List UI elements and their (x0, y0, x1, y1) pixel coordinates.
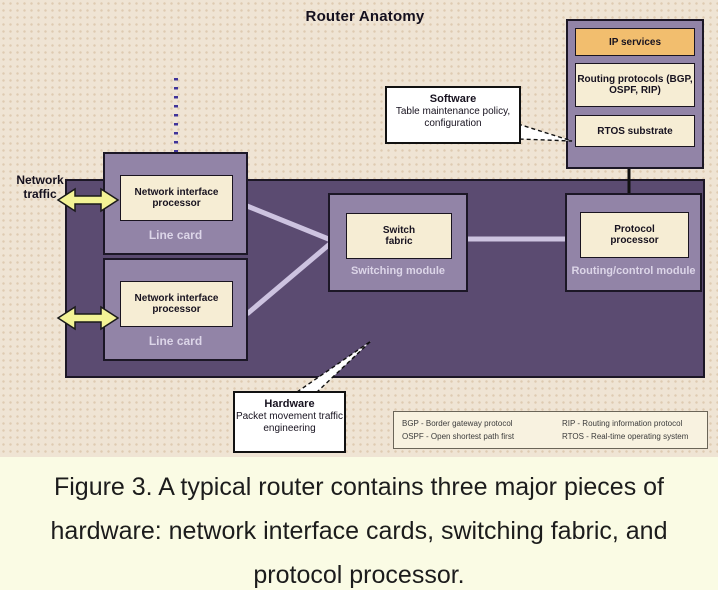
legend-column-1: BGP - Border gateway protocol OSPF - Ope… (402, 417, 552, 443)
caption-line-2: hardware: network interface cards, switc… (50, 517, 668, 545)
hardware-callout-body: Packet movement traffic engineering (235, 411, 344, 434)
network-traffic-label: Network traffic (16, 173, 64, 201)
line-card-1: Network interface processor Line card (103, 152, 248, 255)
network-interface-processor-text-1: Network interface processor (134, 187, 219, 209)
software-callout-pointer (517, 123, 573, 142)
diagram-title: Router Anatomy (305, 8, 425, 25)
connection-line-card1-switch (246, 203, 332, 243)
rtos-substrate-box: RTOS substrate (575, 115, 695, 147)
connection-line-card2-switch (245, 241, 333, 316)
hardware-callout-pointer (294, 340, 372, 393)
line-card-2-label: Line card (148, 334, 203, 348)
network-interface-processor-box-2: Network interface processor (120, 281, 233, 327)
ip-services-box: IP services (575, 28, 695, 56)
switch-fabric-box: Switch fabric (346, 213, 452, 259)
figure-caption: Figure 3. A typical router contains thre… (0, 457, 718, 590)
caption-line-3: protocol processor. (253, 561, 465, 589)
routing-control-module-label: Routing/control module (571, 265, 696, 277)
network-traffic-arrow-icon-2 (56, 305, 120, 331)
software-callout-title: Software (429, 93, 477, 105)
routing-protocols-box: Routing protocols (BGP, OSPF, RIP) (575, 63, 695, 107)
arrows-and-pointers-layer (56, 123, 573, 393)
protocol-processor-text: Protocol processor (610, 224, 659, 246)
protocol-processor-box: Protocol processor (580, 212, 689, 258)
switch-fabric-text: Switch fabric (382, 225, 416, 247)
legend-entry-bgp: BGP - Border gateway protocol (402, 419, 513, 428)
switching-module-label: Switching module (350, 265, 446, 277)
software-stack: IP services Routing protocols (BGP, OSPF… (566, 19, 704, 169)
legend-entry-rip: RIP - Routing information protocol (562, 419, 683, 428)
line-card-1-label: Line card (148, 228, 203, 242)
software-callout: Software Table maintenance policy, confi… (385, 86, 521, 144)
network-traffic-arrow-icon-1 (56, 187, 120, 213)
network-interface-processor-text-2: Network interface processor (134, 293, 219, 315)
legend-column-2: RIP - Routing information protocol RTOS … (562, 417, 688, 443)
legend-box: BGP - Border gateway protocol OSPF - Ope… (393, 411, 708, 449)
hardware-callout-title: Hardware (264, 398, 315, 410)
caption-line-1: Figure 3. A typical router contains thre… (53, 473, 665, 501)
routing-control-module: Protocol processor Routing/control modul… (565, 193, 702, 292)
line-card-2: Network interface processor Line card (103, 258, 248, 361)
legend-entry-ospf: OSPF - Open shortest path first (402, 432, 515, 441)
hardware-callout: Hardware Packet movement traffic enginee… (233, 391, 346, 453)
software-callout-body: Table maintenance policy, configuration (395, 106, 511, 129)
network-interface-processor-box-1: Network interface processor (120, 175, 233, 221)
router-anatomy-diagram: Router Anatomy Network interface process… (0, 0, 718, 457)
switching-module: Switch fabric Switching module (328, 193, 468, 292)
legend-entry-rtos: RTOS - Real-time operating system (562, 432, 689, 441)
connector-lines-layer (174, 78, 631, 316)
